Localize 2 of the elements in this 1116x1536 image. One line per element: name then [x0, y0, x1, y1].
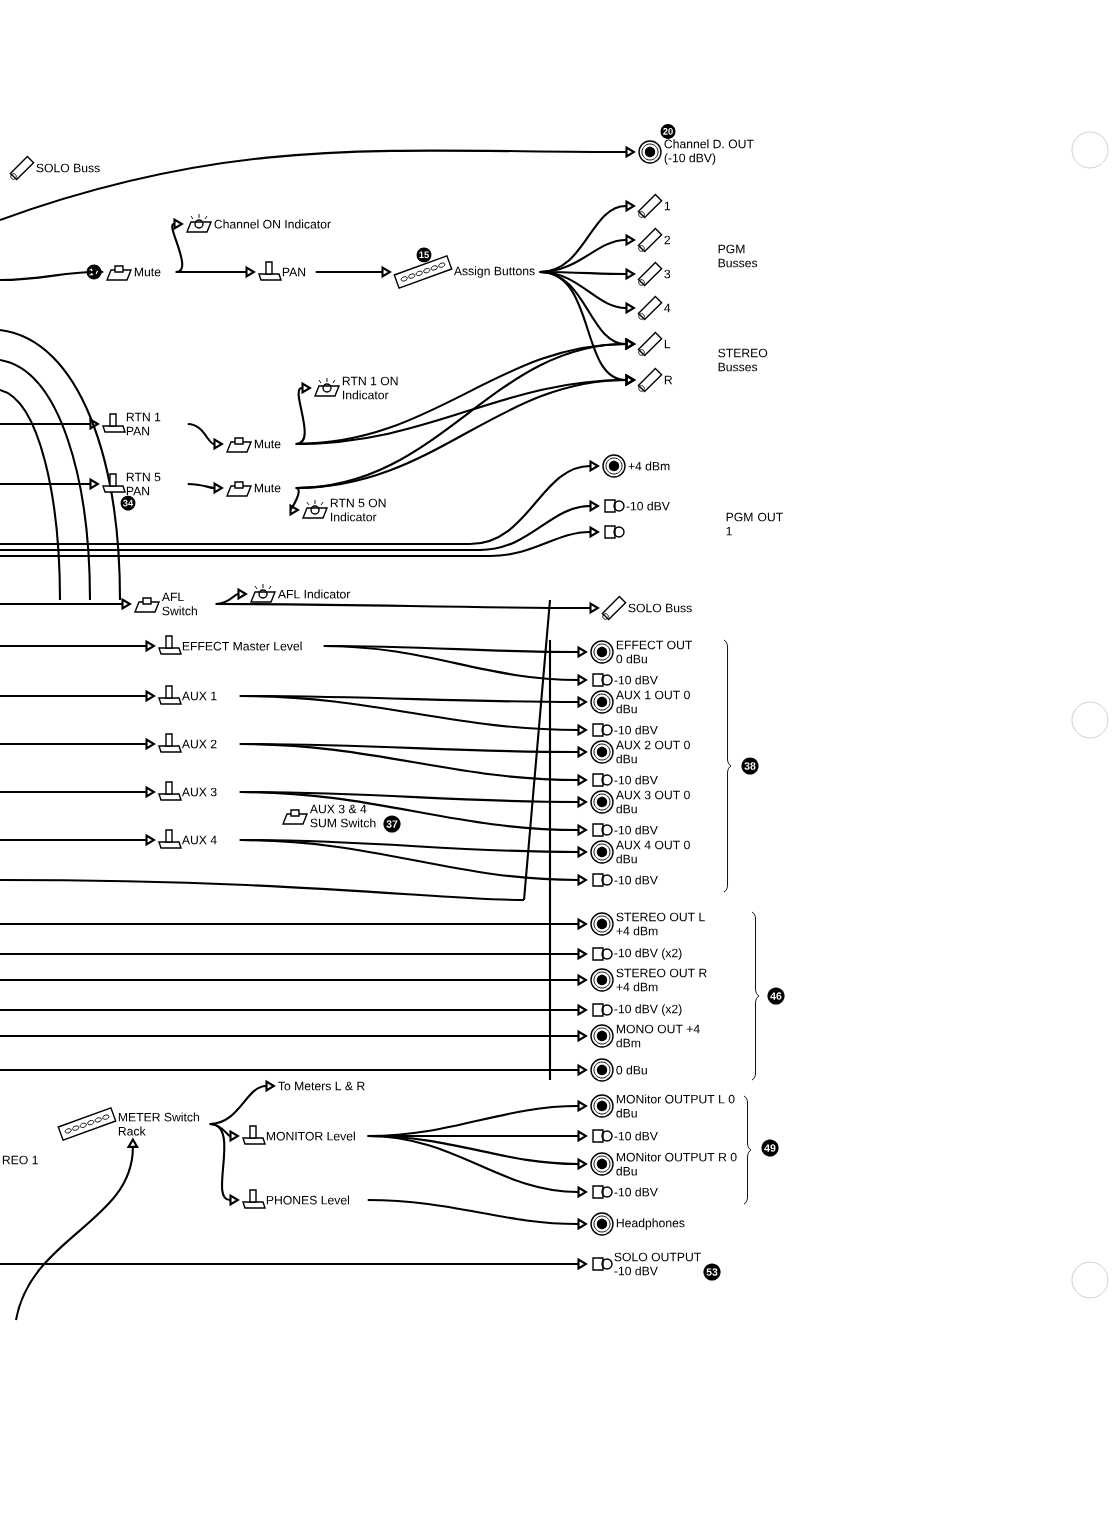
phono-jack [604, 525, 625, 539]
arrow [171, 217, 184, 274]
